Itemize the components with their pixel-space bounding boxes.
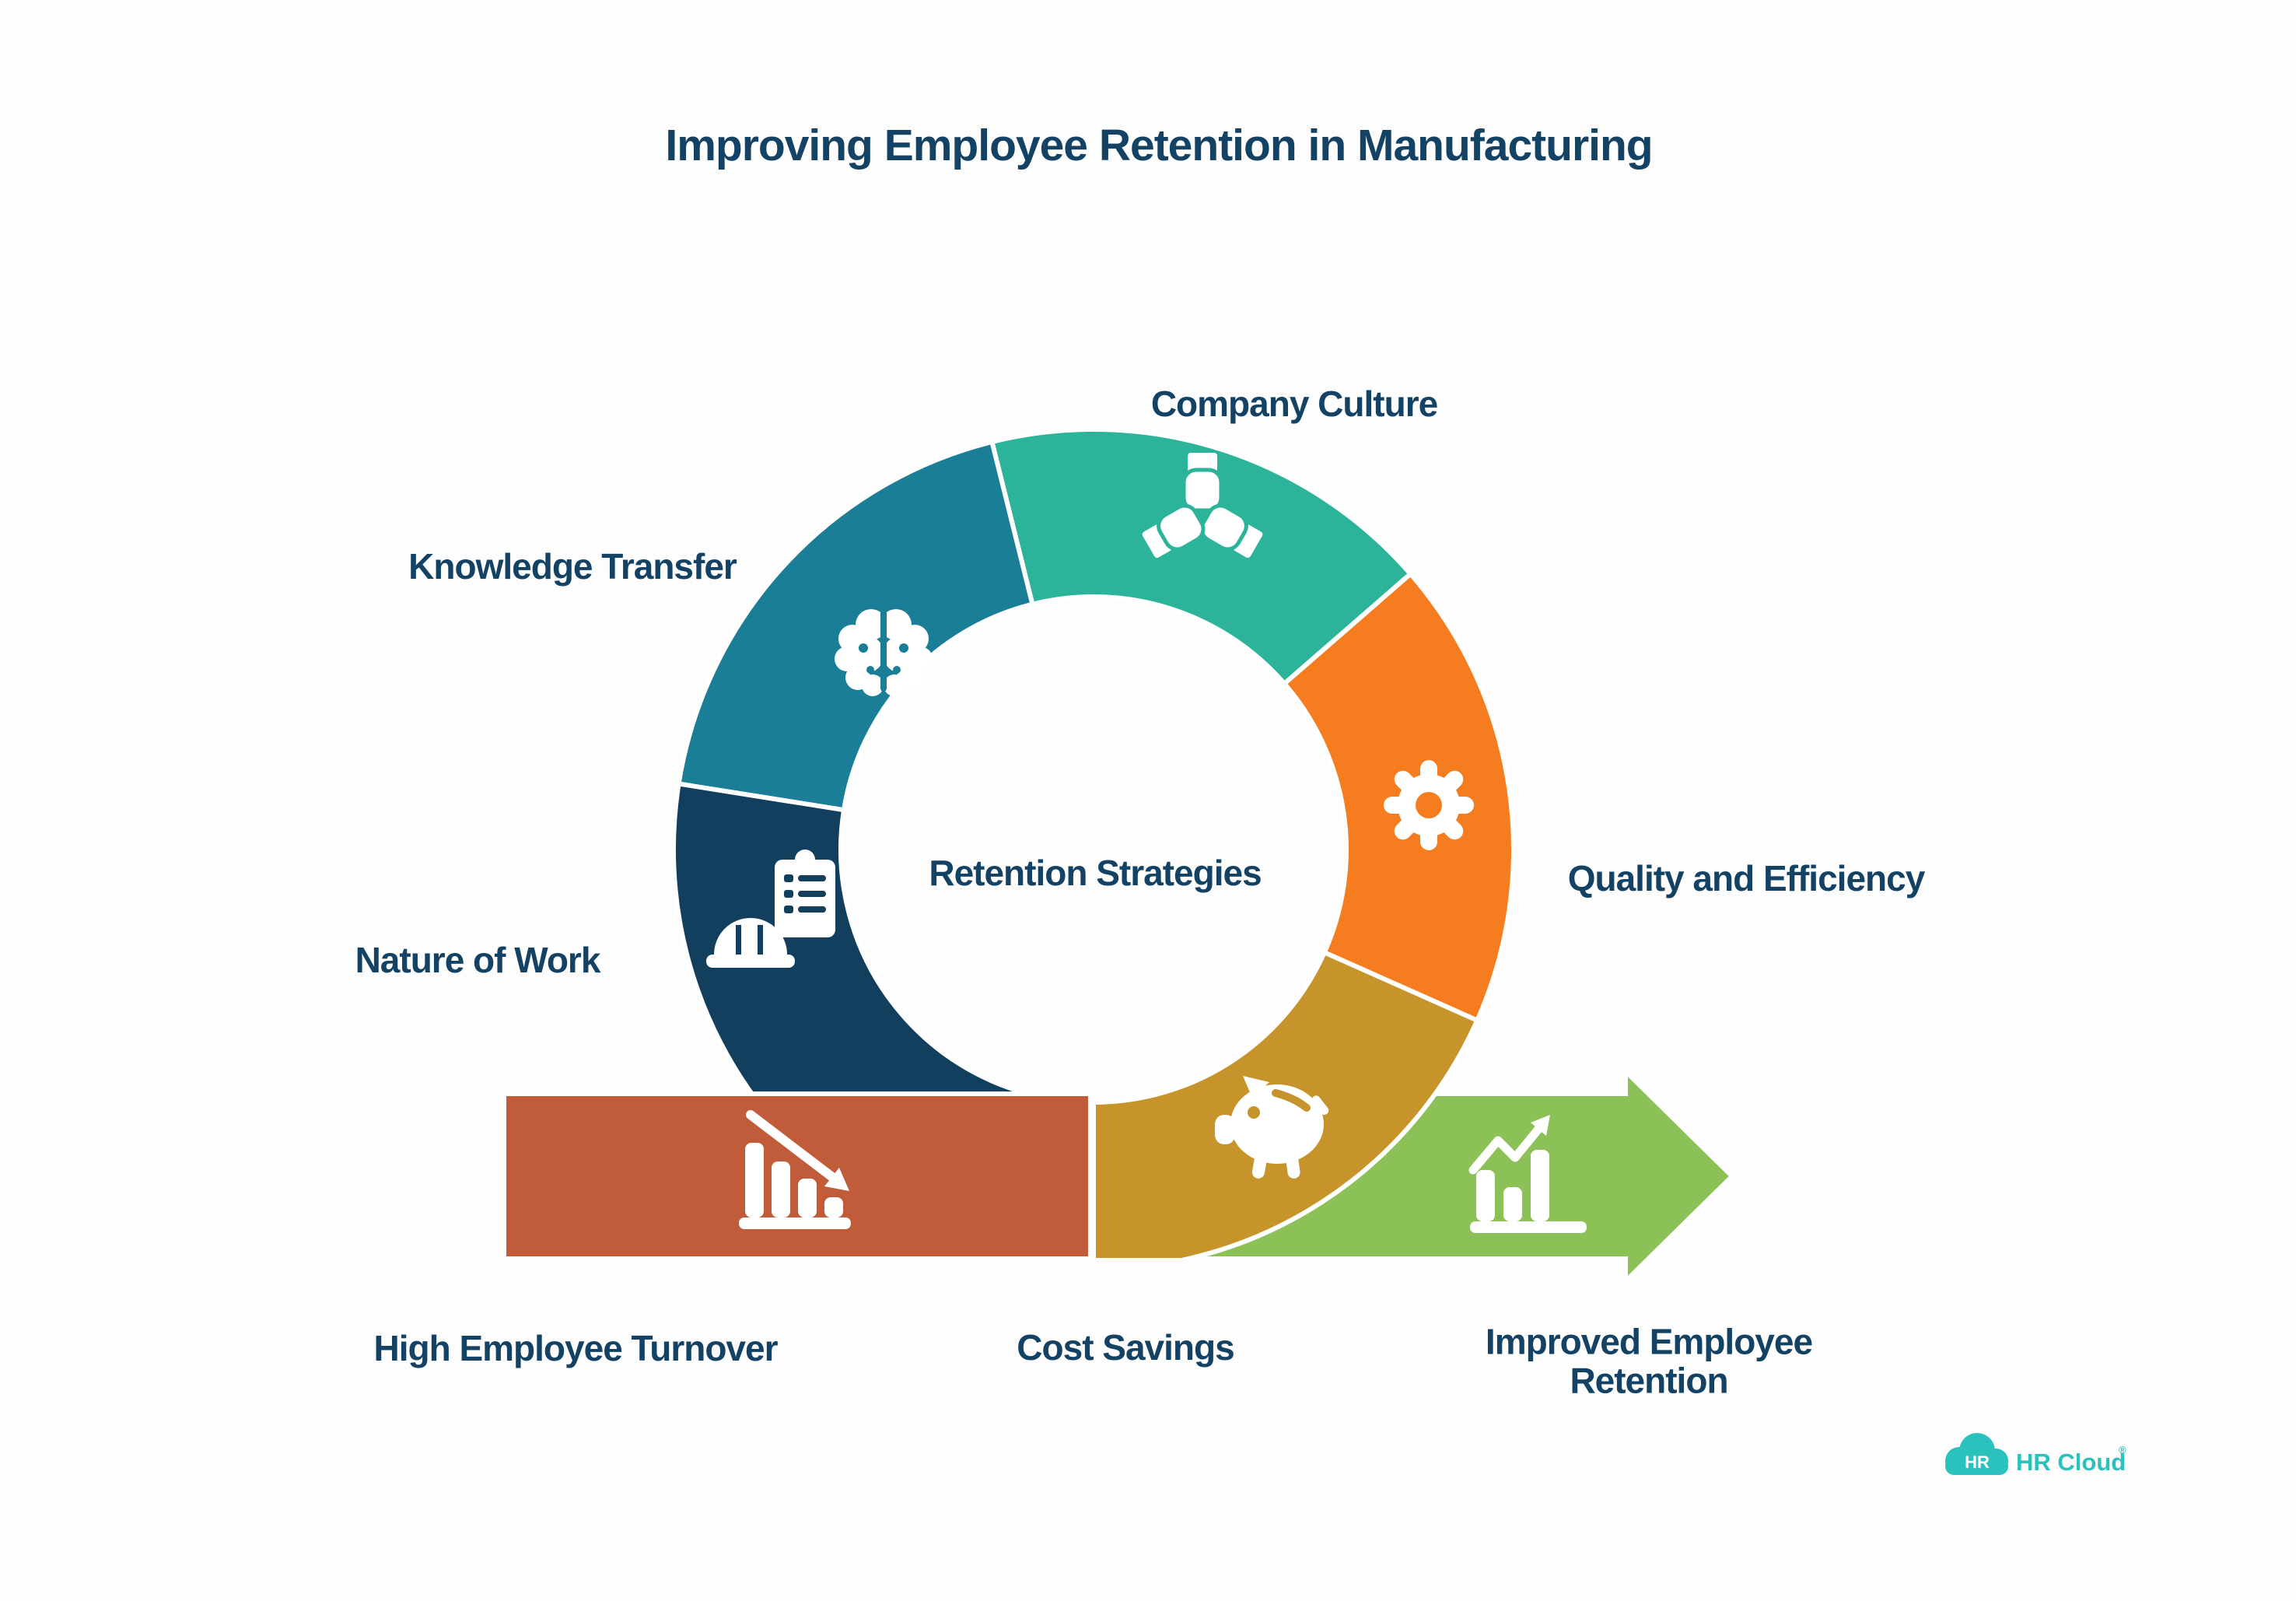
declining-bar-chart-icon (739, 1110, 851, 1229)
registered-mark: ® (2119, 1444, 2126, 1456)
hands-together-icon (1142, 453, 1263, 558)
label-improved-employee-retention: Improved Employee Retention (1485, 1321, 1813, 1400)
label-cost-savings: Cost Savings (1017, 1327, 1234, 1368)
label-quality-and-efficiency: Quality and Efficiency (1567, 858, 1926, 899)
gear-icon (1384, 760, 1474, 850)
label-nature-of-work: Nature of Work (355, 940, 601, 981)
page-title: Improving Employee Retention in Manufact… (665, 121, 1653, 171)
piggy-bank-icon (1215, 1076, 1329, 1179)
label-high-employee-turnover: High Employee Turnover (373, 1328, 778, 1369)
label-knowledge-transfer: Knowledge Transfer (408, 546, 737, 587)
label-company-culture: Company Culture (1150, 384, 1438, 425)
label-retention-strategies: Retention Strategies (929, 853, 1262, 894)
brain-icon (835, 608, 933, 696)
cloud-icon (1945, 1433, 2008, 1475)
rising-bar-chart-icon (1468, 1115, 1587, 1233)
high-turnover-band (502, 1091, 1093, 1261)
logo-badge: HR (1965, 1452, 1990, 1472)
hr-cloud-logo: HR HR Cloud® (1945, 1433, 2126, 1476)
hardhat-clipboard-icon (706, 850, 835, 968)
segment-company-culture (989, 426, 1413, 686)
logo-wordmark: HR Cloud (2016, 1449, 2126, 1476)
